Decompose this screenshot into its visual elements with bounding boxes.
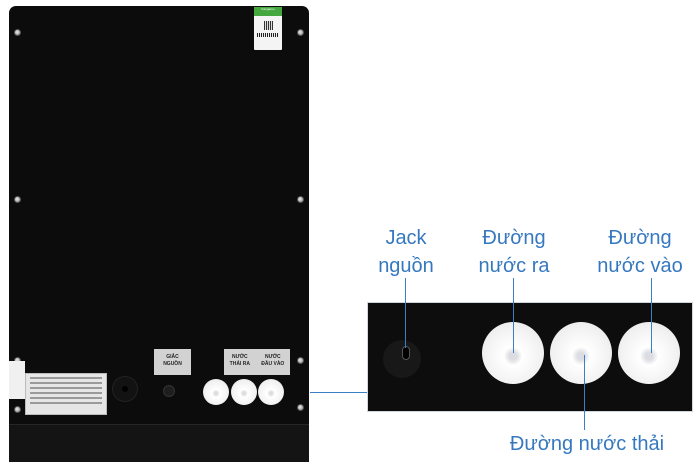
barcode-icon (257, 33, 279, 37)
screw-icon (297, 404, 304, 411)
outlet-pointer-line (513, 278, 514, 353)
connector-line (310, 392, 367, 393)
screw-icon (297, 357, 304, 364)
plate-power: GIẮC NGUỒN (154, 349, 191, 375)
sticker-brand: Kangaroo (254, 7, 282, 16)
large-port (112, 376, 138, 402)
side-tag (9, 361, 25, 399)
screw-icon (297, 196, 304, 203)
screw-icon (14, 196, 21, 203)
screw-icon (297, 29, 304, 36)
device-base (9, 424, 309, 462)
port-inlet (258, 379, 284, 405)
qr-code-icon (263, 21, 273, 30)
waste-pointer-line (584, 355, 585, 430)
power-jack (163, 385, 175, 397)
port-waste (203, 379, 229, 405)
screw-icon (14, 29, 21, 36)
inlet-pointer-line (651, 278, 652, 353)
inset-port-inlet (618, 322, 680, 384)
jack-pin-icon (402, 346, 410, 360)
screw-icon (14, 406, 21, 413)
jack-pointer-line (405, 278, 406, 348)
inset-power-jack (383, 340, 421, 378)
qr-sticker: Kangaroo (254, 7, 282, 50)
spec-label (25, 373, 107, 415)
inset-port-waste (550, 322, 612, 384)
callout-waste: Đường nước thải (509, 433, 665, 455)
port-outlet (231, 379, 257, 405)
